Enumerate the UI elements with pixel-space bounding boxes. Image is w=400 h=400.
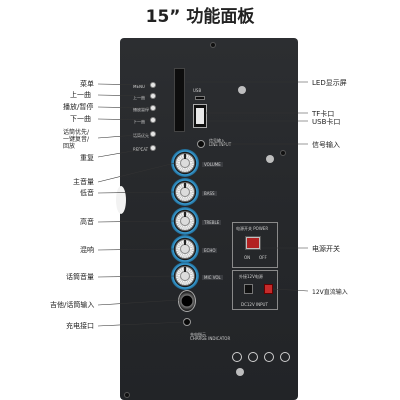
dc-positive-terminal[interactable] <box>264 284 273 294</box>
line-input-text: 信号输入 LINE INPUT <box>209 138 232 147</box>
power-rocker <box>247 238 259 248</box>
knob-label-echo: ECHO <box>202 248 218 253</box>
knob-label-treble: TREBLE <box>202 220 222 225</box>
btn-text-play: 播放暂停 <box>133 107 149 112</box>
knob-pointer <box>184 267 186 272</box>
label-signal-input: 信号输入 <box>312 141 340 149</box>
knob-pointer <box>184 240 186 245</box>
label-guitar-mic-input: 吉他/话筒输入 <box>50 301 95 309</box>
menu-button[interactable] <box>150 82 156 88</box>
usb-tf-text: USB <box>193 88 202 93</box>
label-usb-slot: USB卡口 <box>312 118 341 126</box>
power-switch-area <box>232 222 278 268</box>
label-led-screen: LED显示屏 <box>312 79 347 87</box>
cert-icon <box>248 352 258 362</box>
label-mic-volume: 话筒音量 <box>66 273 94 281</box>
cert-icon <box>264 352 274 362</box>
knob-center <box>180 187 190 197</box>
tf-card-slot[interactable] <box>195 96 205 100</box>
label-play-pause: 播放/暂停 <box>63 103 94 111</box>
on-text: ON <box>244 255 251 260</box>
knob-label-mic: MIC VOL <box>202 275 223 280</box>
usb-port-inner <box>196 108 204 124</box>
btn-text-prev: 上一曲 <box>133 95 145 100</box>
knob-center <box>180 244 190 254</box>
label-dc-input: 12V直流输入 <box>312 289 348 296</box>
side-handle <box>116 186 126 214</box>
btn-text-menu: MENU <box>133 84 145 89</box>
signal-input-jack[interactable] <box>197 140 205 148</box>
dc-negative-terminal[interactable] <box>244 284 253 294</box>
knob-center <box>180 216 190 226</box>
led-display <box>174 68 185 132</box>
next-button[interactable] <box>150 117 156 123</box>
cert-icon <box>232 352 242 362</box>
label-next: 下一曲 <box>70 115 91 123</box>
mic-priority-button[interactable] <box>150 131 156 137</box>
btn-text-mic: 话筒优先 <box>133 133 149 138</box>
dc-sub-text: DC12V INPUT <box>241 302 268 307</box>
label-master-volume: 主音量 <box>73 178 94 186</box>
decor-dot <box>236 368 244 376</box>
page-title: 15” 功能面板 <box>145 7 255 27</box>
label-power-switch: 电源开关 <box>312 245 340 253</box>
knob-pointer <box>184 212 186 217</box>
charge-indicator-text: 充电指示 CHARGE INDICATOR <box>190 332 231 341</box>
decor-dot <box>266 155 274 163</box>
dc-title-text: 外接12V电源 <box>239 274 263 279</box>
screw <box>124 392 130 398</box>
screw <box>210 42 216 48</box>
guitar-mic-jack[interactable] <box>178 290 196 312</box>
btn-text-repeat: REPEAT <box>133 147 149 152</box>
label-treble: 高音 <box>80 218 94 226</box>
cert-icon <box>280 352 290 362</box>
label-charging-port: 充电接口 <box>66 322 94 330</box>
btn-text-next: 下一曲 <box>133 119 145 124</box>
label-mic-priority: 话筒优先/ 一键复音/ 回放 <box>63 129 90 150</box>
label-prev: 上一曲 <box>70 91 91 99</box>
control-panel <box>120 38 298 400</box>
decor-dot <box>238 86 246 94</box>
label-menu: 菜单 <box>80 80 94 88</box>
knob-label-volume: VOLUME <box>202 162 223 167</box>
screw <box>280 150 286 156</box>
off-text: OFF <box>259 255 267 260</box>
knob-center <box>180 271 190 281</box>
label-tf-slot: TF卡口 <box>312 110 335 118</box>
knob-pointer <box>184 183 186 188</box>
label-bass: 低音 <box>80 189 94 197</box>
label-repeat: 重复 <box>80 154 94 162</box>
power-text: 电源开关 POWER <box>236 226 269 231</box>
label-echo: 混响 <box>80 246 94 254</box>
knob-label-bass: BASS <box>202 191 217 196</box>
repeat-button[interactable] <box>150 145 156 151</box>
prev-button[interactable] <box>150 93 156 99</box>
knob-pointer <box>184 154 186 159</box>
knob-center <box>180 158 190 168</box>
play-pause-button[interactable] <box>150 105 156 111</box>
charging-port[interactable] <box>183 318 191 326</box>
